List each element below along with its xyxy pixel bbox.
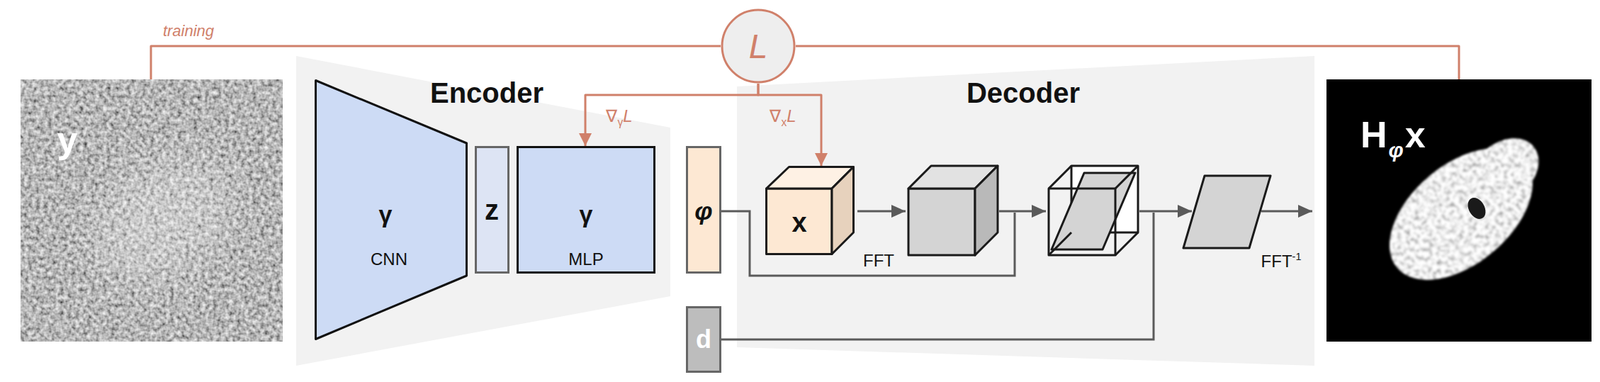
- annotation-text: x: [780, 116, 787, 129]
- latent-box: [476, 147, 509, 273]
- annotation: training: [162, 23, 214, 39]
- loss-node: L: [720, 8, 796, 84]
- pose-box: φ: [685, 145, 722, 274]
- defocus-box: d: [685, 306, 722, 373]
- annotation: FFT: [863, 252, 895, 270]
- flow-arrow: [1139, 210, 1192, 213]
- annotation-text: ∇: [605, 106, 618, 126]
- node-shape: [20, 79, 283, 342]
- pose-box: [687, 147, 721, 273]
- node-label: γ: [579, 201, 594, 227]
- flow-arrow: [1261, 210, 1313, 213]
- annotation-text: FFT: [1261, 251, 1293, 271]
- node-label: MLP: [568, 250, 604, 268]
- annotation-text: ∇: [769, 106, 781, 126]
- projection-image: [1326, 79, 1592, 342]
- decoder-panel: Decoder x: [736, 55, 1315, 366]
- particle-projection: [1365, 122, 1558, 307]
- volume-cube: x: [765, 165, 855, 256]
- node-label: Decoder: [966, 78, 1080, 107]
- annotation-text: γ: [617, 116, 623, 129]
- annotation-text: L: [622, 106, 633, 126]
- cube-front: [908, 188, 976, 256]
- mlp-block: γMLP: [516, 145, 656, 274]
- input-image: y: [20, 79, 283, 342]
- node-label: CNN: [370, 250, 408, 268]
- node-label: H: [1360, 116, 1388, 154]
- loss-circle: [722, 9, 795, 83]
- node-label: z: [484, 195, 499, 224]
- node-shape: [765, 165, 855, 256]
- node-label: φ: [694, 198, 713, 224]
- cnn-block: γCNN: [314, 79, 468, 341]
- math-label: Hφx: [1360, 116, 1426, 161]
- node-label: d: [695, 326, 712, 353]
- annotation-text: FFT: [863, 250, 895, 270]
- node-label: Encoder: [430, 78, 544, 107]
- cnn-trapezoid: [316, 80, 467, 340]
- node-label: γ: [379, 201, 393, 227]
- cube-side: [831, 167, 854, 255]
- annotation: ∇xL: [769, 107, 796, 129]
- annotation-text: L: [786, 106, 796, 126]
- annotation-text: -1: [1292, 250, 1302, 263]
- training-line: [150, 46, 721, 80]
- encoder-panel: [296, 55, 671, 366]
- annotation-text: training: [162, 21, 214, 40]
- encoder-panel: EncoderγCNNzγMLP: [296, 55, 671, 366]
- node-label: x: [791, 209, 807, 236]
- flow-arrow: [857, 210, 906, 213]
- flow-arrow: [999, 210, 1046, 213]
- latent-box: z: [474, 145, 510, 274]
- node-label: φ: [1388, 139, 1404, 161]
- faint-particle: [70, 134, 254, 307]
- annotation: ∇γL: [605, 107, 633, 129]
- output-image: Hφx: [1326, 79, 1592, 342]
- fft-cube: [908, 165, 998, 256]
- defocus-box: [687, 307, 721, 373]
- cube-front: [766, 188, 833, 255]
- node-label: x: [1405, 116, 1426, 154]
- decoder-panel: [736, 55, 1315, 366]
- annotation: FFT-1: [1261, 251, 1302, 270]
- projection-hole: [1463, 194, 1489, 223]
- noise-image: [20, 79, 283, 342]
- node-label: L: [748, 29, 769, 64]
- mlp-box: [517, 147, 655, 273]
- node-label: y: [57, 121, 78, 159]
